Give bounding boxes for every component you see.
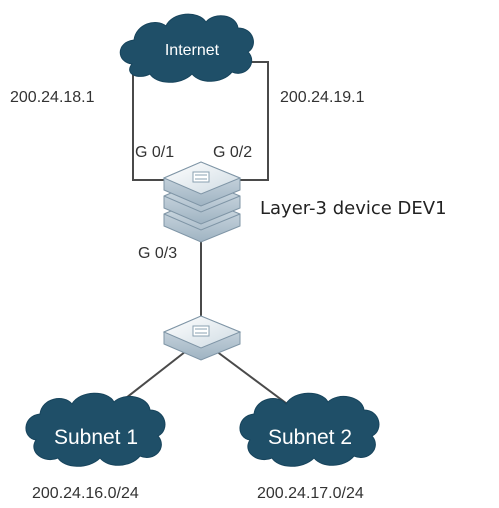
layer2-switch-icon	[162, 315, 242, 361]
subnet-1-network: 200.24.16.0/24	[32, 485, 139, 502]
ip-right-label: 200.24.19.1	[280, 89, 365, 106]
port-g01-label: G 0/1	[135, 144, 174, 161]
layer3-device-dev1[interactable]: Layer-3 device DEV1	[162, 161, 447, 243]
internet-cloud: Internet	[119, 13, 254, 83]
layer3-switch-icon	[162, 161, 242, 243]
subnet-2-label: Subnet 2	[268, 426, 352, 449]
ip-left-label: 200.24.18.1	[10, 89, 95, 106]
subnet-1-cloud: Subnet 1	[25, 392, 166, 467]
dev1-label: Layer-3 device DEV1	[260, 198, 447, 219]
cloud-icon	[25, 392, 166, 467]
internet-label: Internet	[165, 42, 220, 59]
subnet-2-cloud: Subnet 2	[239, 392, 380, 467]
subnet-1-label: Subnet 1	[54, 426, 138, 449]
layer2-switch[interactable]	[162, 315, 242, 361]
cloud-icon	[239, 392, 380, 467]
port-g02-label: G 0/2	[213, 144, 252, 161]
cloud-icon	[119, 13, 254, 83]
subnet-2-network: 200.24.17.0/24	[257, 485, 364, 502]
port-g03-label: G 0/3	[138, 245, 177, 262]
